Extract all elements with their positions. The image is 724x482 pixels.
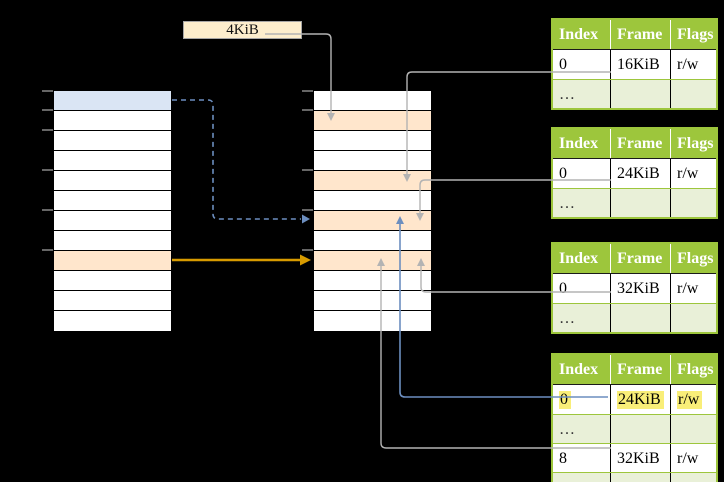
pt-header-frame: Frame xyxy=(610,129,670,158)
pt-header-index: Index xyxy=(559,250,599,267)
memory-row xyxy=(314,111,431,131)
pt-header-frame: Frame xyxy=(610,244,670,273)
memory-row xyxy=(54,231,171,251)
highlighted-value: 0 xyxy=(559,391,571,409)
pt-cell-flags: r/w xyxy=(670,50,716,79)
page-table-row: … xyxy=(553,303,716,332)
pt-cell-frame xyxy=(610,80,670,108)
pt-cell-flags: r/w xyxy=(670,274,716,303)
memory-row xyxy=(314,211,431,231)
pt-cell-index: … xyxy=(559,421,575,438)
pt-cell-index: 0 xyxy=(559,56,567,73)
virtual-memory-table xyxy=(53,90,172,331)
memory-row xyxy=(54,271,171,291)
memory-row xyxy=(54,291,171,311)
pt-cell-frame: 16KiB xyxy=(610,50,670,79)
memory-row xyxy=(54,171,171,191)
page-size-label: 4KiB xyxy=(226,21,259,38)
memory-row xyxy=(54,111,171,131)
memory-row xyxy=(314,191,431,211)
page-table-row: … xyxy=(553,79,716,108)
pt-header-flags: Flags xyxy=(670,244,716,273)
page-table-row: 0 24KiB r/w xyxy=(553,385,716,414)
pt-header-index: Index xyxy=(559,135,599,152)
pt-cell-frame: 32KiB xyxy=(610,274,670,303)
memory-row xyxy=(314,231,431,251)
memory-row xyxy=(54,131,171,151)
pt-cell-flags: r/w xyxy=(670,159,716,188)
pt-cell-flags xyxy=(670,473,716,482)
pt-header-index: Index xyxy=(559,361,599,378)
arrowhead xyxy=(300,254,311,266)
pt-cell-index: … xyxy=(559,195,575,212)
pt-cell-frame xyxy=(610,415,670,443)
pt-cell-frame xyxy=(610,189,670,217)
pt-cell-frame xyxy=(610,473,670,482)
pt-cell-index: 0 xyxy=(559,165,567,182)
arrowhead xyxy=(302,214,310,224)
memory-row xyxy=(314,291,431,311)
memory-row xyxy=(314,311,431,331)
page-table-row: … xyxy=(553,414,716,443)
memory-row xyxy=(314,91,431,111)
memory-row xyxy=(54,311,171,331)
memory-row xyxy=(314,151,431,171)
memory-row xyxy=(54,191,171,211)
pt-cell-flags xyxy=(670,189,716,217)
pt-header-frame: Frame xyxy=(610,355,670,384)
pt-cell-index: … xyxy=(553,473,610,482)
pt-cell-index: 8 xyxy=(559,450,567,467)
physical-memory-table xyxy=(313,90,432,331)
pt-cell-index: 0 xyxy=(553,385,610,414)
pt-cell-frame xyxy=(610,304,670,332)
page-table-row: … xyxy=(553,188,716,217)
memory-row xyxy=(54,91,171,111)
pt-cell-flags: r/w xyxy=(670,385,716,414)
pt-header-frame: Frame xyxy=(610,20,670,49)
memory-row xyxy=(54,151,171,171)
pt-cell-frame: 32KiB xyxy=(610,444,670,472)
pt-cell-flags: r/w xyxy=(670,444,716,472)
memory-row xyxy=(314,171,431,191)
memory-row xyxy=(314,131,431,151)
pt-header-flags: Flags xyxy=(670,129,716,158)
page-size-box: 4KiB xyxy=(183,21,302,39)
connector-line xyxy=(172,99,301,220)
pt-cell-flags xyxy=(670,304,716,332)
highlighted-value: r/w xyxy=(677,391,703,409)
memory-row xyxy=(314,271,431,291)
highlighted-value: 24KiB xyxy=(617,391,664,409)
memory-row xyxy=(314,251,431,271)
pt-cell-flags xyxy=(670,415,716,443)
pt-header-flags: Flags xyxy=(670,355,716,384)
pt-cell-flags xyxy=(670,80,716,108)
pt-cell-index: … xyxy=(559,86,575,103)
pt-cell-frame: 24KiB xyxy=(610,159,670,188)
memory-row xyxy=(54,251,171,271)
pt-cell-frame: 24KiB xyxy=(610,385,670,414)
pt-cell-index: … xyxy=(559,310,575,327)
pt-header-index: Index xyxy=(559,26,599,43)
pt-cell-index: 0 xyxy=(559,280,567,297)
pt-header-flags: Flags xyxy=(670,20,716,49)
page-table-row: … xyxy=(553,472,716,482)
memory-row xyxy=(54,211,171,231)
